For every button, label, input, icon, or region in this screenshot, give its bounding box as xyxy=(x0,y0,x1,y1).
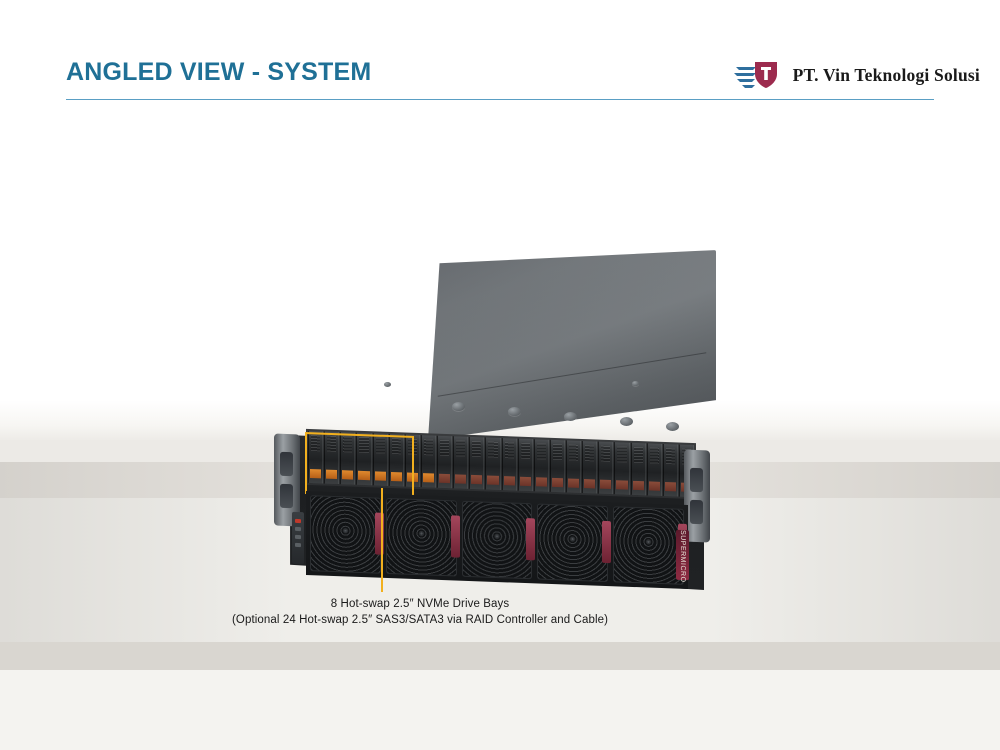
photo-backdrop-shelf xyxy=(0,642,1000,670)
status-led-icon xyxy=(295,526,301,532)
callout-leader-line xyxy=(381,488,383,592)
nvme-bays-highlight-box xyxy=(305,432,414,498)
fan-latch xyxy=(602,520,612,564)
rack-handle-notch xyxy=(280,483,293,509)
chassis-screw xyxy=(452,402,465,411)
chassis-screw xyxy=(564,412,577,421)
photo-shadow-left xyxy=(0,462,290,642)
vin-teknologi-logo-icon xyxy=(733,58,786,92)
server-chassis-photo: SUPERMICRO xyxy=(274,250,716,600)
chassis-screw xyxy=(632,381,639,386)
uid-led-icon xyxy=(295,542,301,548)
fan-module[interactable] xyxy=(461,500,536,580)
photo-backdrop-floor xyxy=(0,670,1000,750)
chassis-screw xyxy=(508,407,521,416)
drive-bay[interactable] xyxy=(598,441,614,495)
page-title: ANGLED VIEW - SYSTEM xyxy=(66,58,372,86)
front-control-panel[interactable] xyxy=(292,511,304,565)
drive-bay[interactable] xyxy=(533,439,549,492)
company-logo: PT. Vin Teknologi Solusi xyxy=(733,56,980,94)
product-brand-badge: SUPERMICRO xyxy=(676,529,689,583)
callout-line-1: 8 Hot-swap 2.5″ NVMe Drive Bays xyxy=(330,598,510,610)
rack-handle-notch xyxy=(690,499,703,525)
network-led-icon xyxy=(295,534,301,540)
chassis-screw xyxy=(620,417,633,426)
fan-module[interactable] xyxy=(385,497,460,577)
drive-bay[interactable] xyxy=(646,443,662,496)
rack-handle-notch xyxy=(690,467,703,493)
fan-module-row xyxy=(306,490,688,590)
fan-module[interactable] xyxy=(613,506,687,585)
drive-bay[interactable] xyxy=(453,436,469,489)
fan-latch xyxy=(526,518,536,561)
title-divider xyxy=(66,99,934,100)
drive-bay[interactable] xyxy=(566,440,582,493)
chassis-screw xyxy=(384,382,391,387)
rack-handle-notch xyxy=(280,451,293,477)
drive-bay[interactable] xyxy=(517,438,533,492)
drive-bay[interactable] xyxy=(485,437,501,490)
drive-bay[interactable] xyxy=(582,440,598,494)
drive-bay[interactable] xyxy=(469,436,485,490)
company-name: PT. Vin Teknologi Solusi xyxy=(792,64,980,85)
chassis-screw xyxy=(666,422,679,431)
photo-shadow-right xyxy=(710,462,1000,642)
drive-bay[interactable] xyxy=(630,442,646,496)
drive-bay[interactable] xyxy=(549,439,565,493)
fan-module[interactable] xyxy=(537,503,612,583)
drive-bay[interactable] xyxy=(501,438,517,491)
fan-latch xyxy=(450,515,460,558)
drive-bay[interactable] xyxy=(437,435,453,489)
fan-module[interactable] xyxy=(310,495,384,574)
callout-line-2: (Optional 24 Hot-swap 2.5″ SAS3/SATA3 vi… xyxy=(231,614,609,626)
drive-bay[interactable] xyxy=(420,435,436,488)
drive-bay[interactable] xyxy=(662,443,678,497)
callout-label: 8 Hot-swap 2.5″ NVMe Drive Bays (Optiona… xyxy=(140,596,700,628)
drive-bay[interactable] xyxy=(614,442,630,495)
power-led-icon xyxy=(295,518,301,524)
